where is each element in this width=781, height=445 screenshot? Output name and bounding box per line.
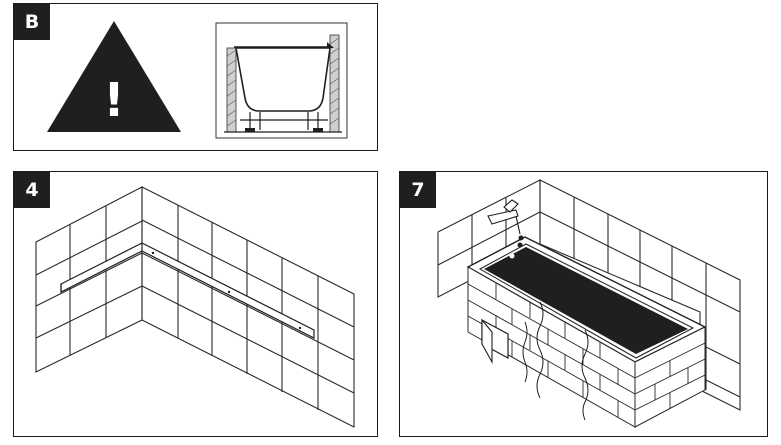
warning-triangle-icon	[47, 21, 181, 132]
step-4-badge: 4	[14, 172, 50, 208]
access-hatch	[481, 318, 509, 365]
water-drops-icon	[517, 235, 525, 255]
wavy-edges	[522, 301, 589, 421]
bath-legs	[240, 112, 328, 130]
step-b-illustration: !	[47, 21, 348, 139]
step-4-illustration	[35, 186, 355, 428]
step-b-badge: B	[14, 4, 50, 40]
drain-icon	[509, 253, 515, 259]
right-wall	[329, 34, 340, 133]
bath-profile	[235, 47, 331, 112]
bath-basin	[484, 247, 688, 354]
step-7-panel: 7	[399, 171, 768, 437]
warning-exclamation: !	[104, 73, 125, 127]
support-rail	[60, 242, 315, 339]
faucet-icon	[487, 199, 521, 235]
step-7-illustration	[437, 179, 741, 428]
step-b-panel: B !	[13, 3, 378, 151]
step-4-panel: 4	[13, 171, 378, 437]
step-7-badge: 7	[400, 172, 436, 208]
right-wall-outline	[141, 186, 355, 428]
